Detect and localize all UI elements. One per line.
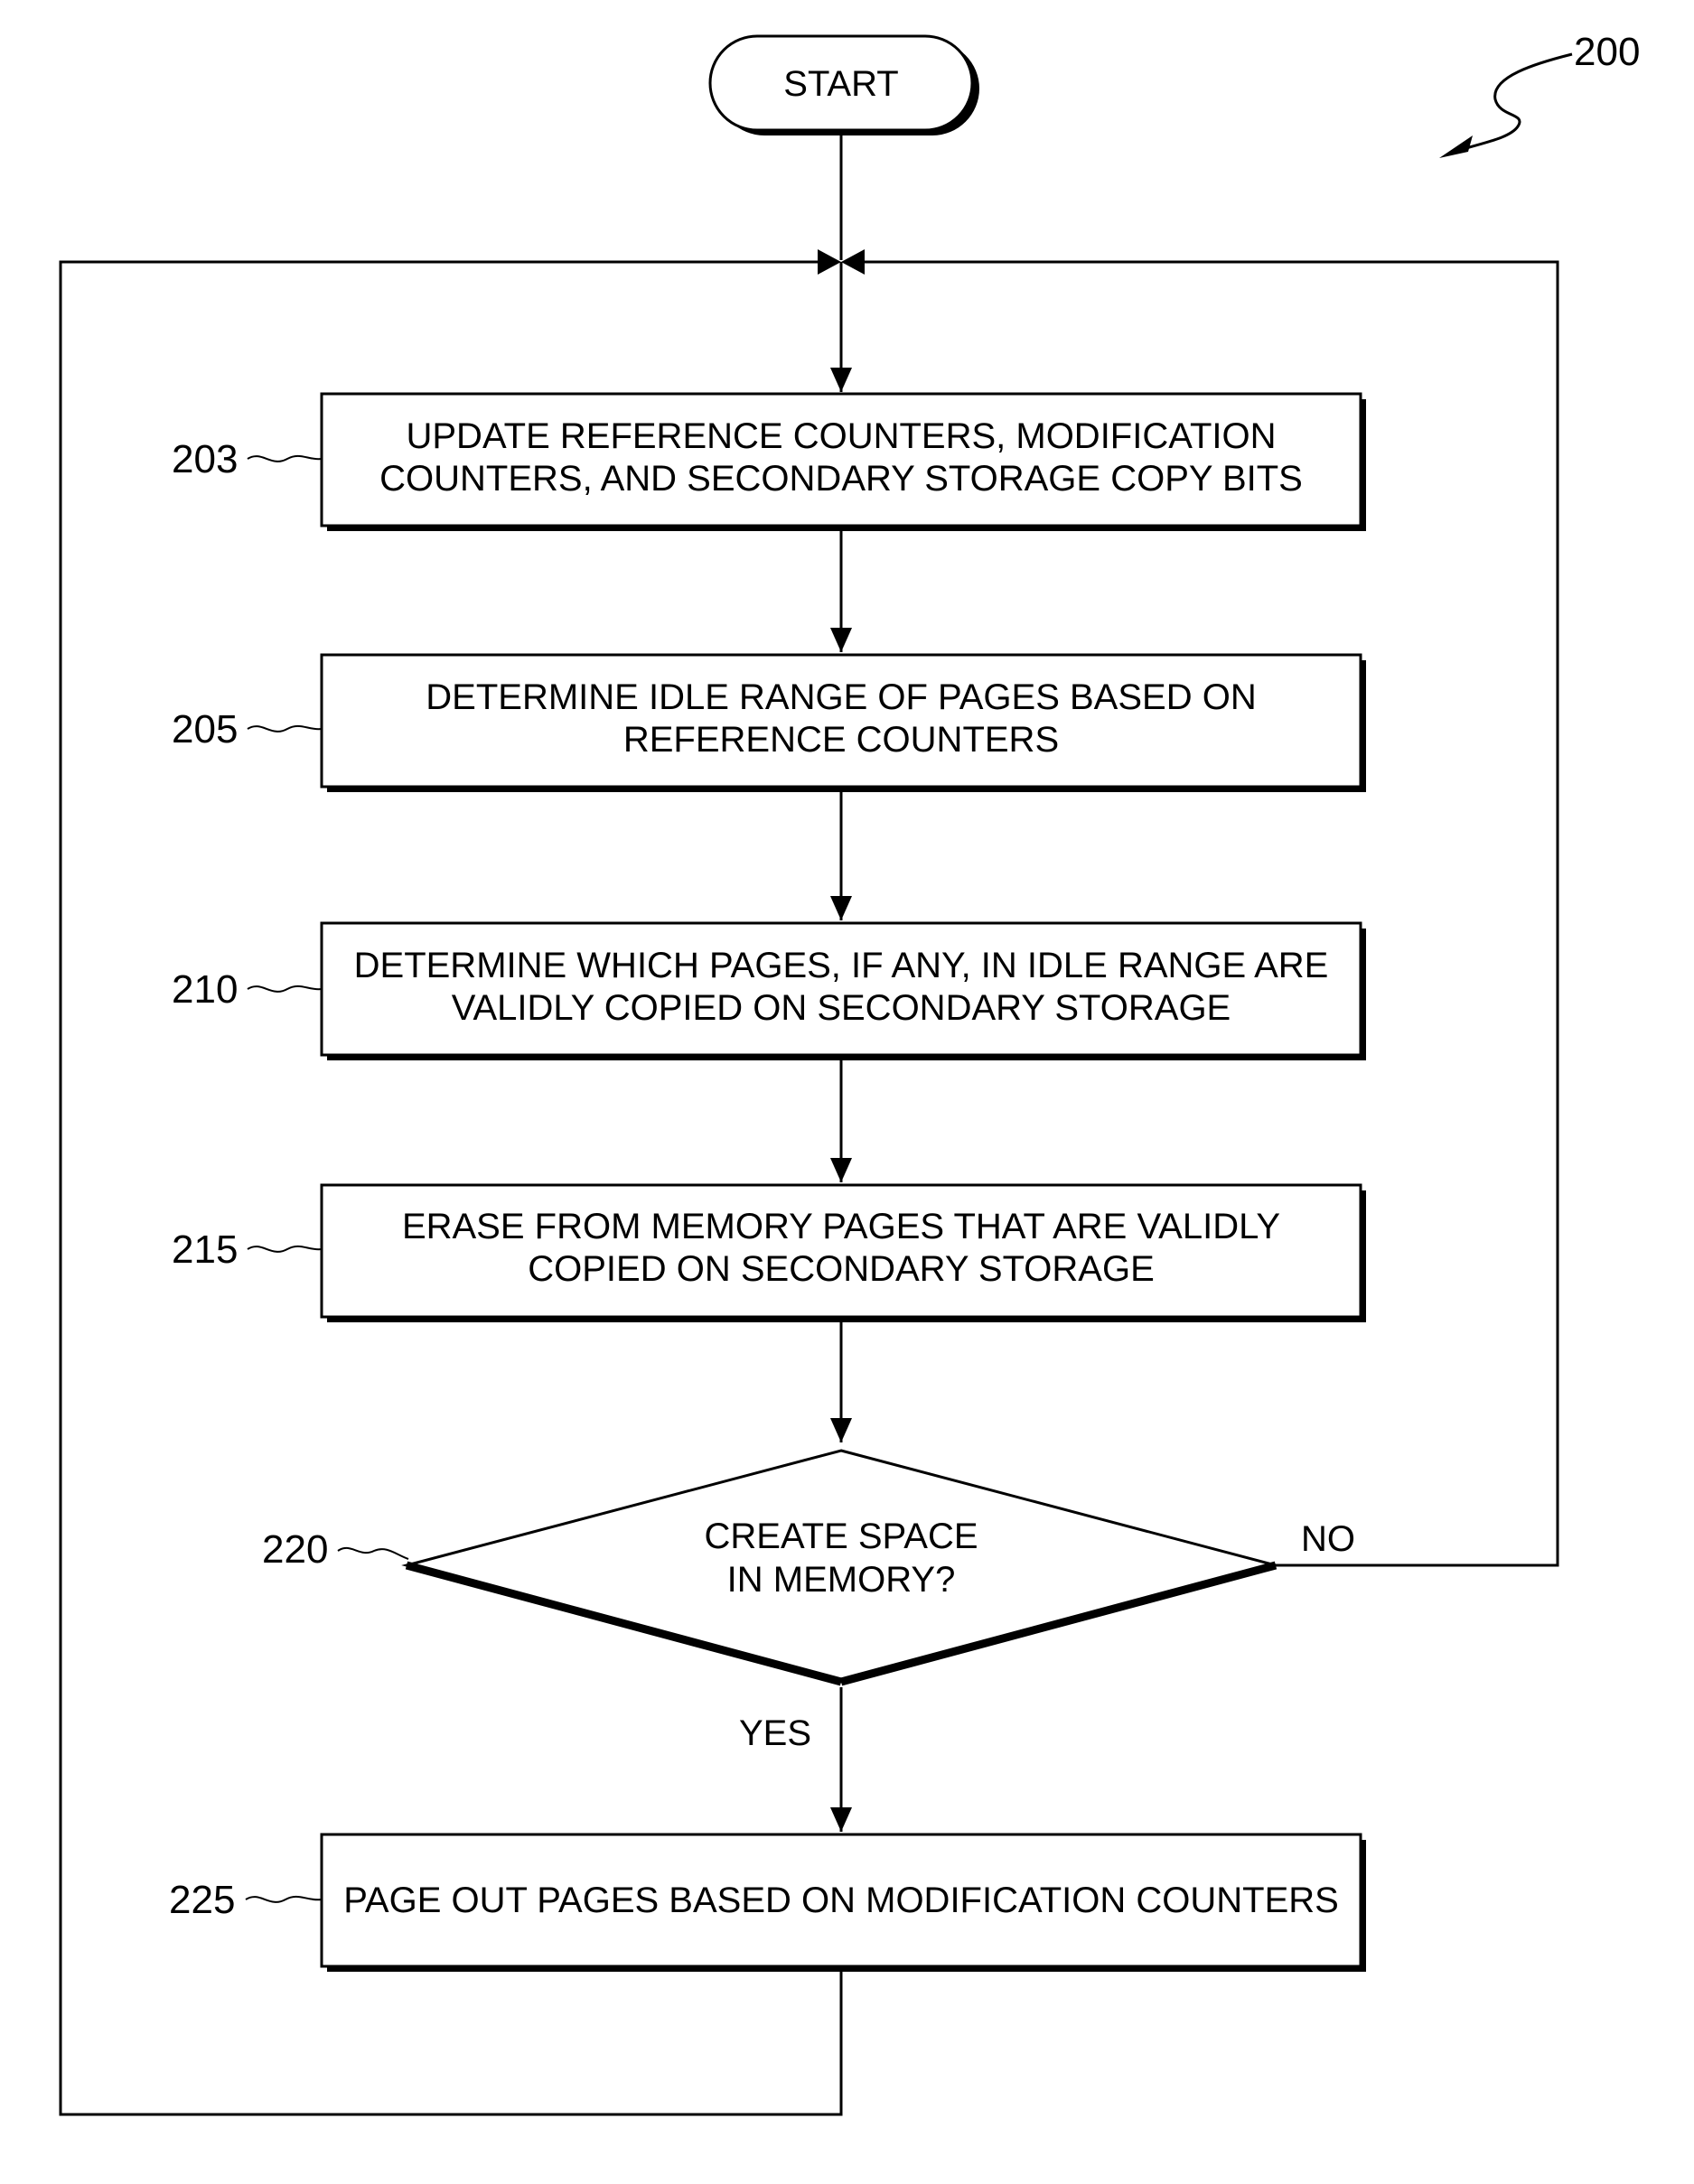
step-203-leader [248,456,322,462]
step-210-box: DETERMINE WHICH PAGES, IF ANY, IN IDLE R… [322,923,1366,1060]
start-label: START [783,64,898,104]
figure-pointer-arrowhead [1439,135,1473,158]
step-225-box: PAGE OUT PAGES BASED ON MODIFICATION COU… [322,1834,1366,1972]
decision-220-ref: 220 [262,1527,328,1572]
decision-no-label: NO [1301,1519,1355,1559]
decision-220-line-1: CREATE SPACE [704,1517,978,1556]
decision-220-diamond: CREATE SPACE IN MEMORY? [407,1451,1276,1682]
step-210-line-2: VALIDLY COPIED ON SECONDARY STORAGE [452,988,1231,1028]
merge-arrowhead-right [841,249,865,275]
decision-yes-label: YES [739,1713,811,1753]
step-203-ref: 203 [172,437,238,481]
step-215-line-2: COPIED ON SECONDARY STORAGE [528,1249,1155,1289]
step-210-line-1: DETERMINE WHICH PAGES, IF ANY, IN IDLE R… [354,946,1329,985]
step-225-leader [246,1897,322,1902]
decision-220-line-2: IN MEMORY? [727,1560,956,1600]
step-210-leader [248,986,322,992]
step-205-leader [248,726,322,732]
step-215-ref: 215 [172,1227,238,1272]
step-225-ref: 225 [169,1878,235,1922]
start-terminal: START [710,36,979,135]
decision-220-leader [338,1548,408,1559]
step-225-line-1: PAGE OUT PAGES BASED ON MODIFICATION COU… [343,1881,1339,1920]
step-210-ref: 210 [172,967,238,1012]
step-203-line-2: COUNTERS, AND SECONDARY STORAGE COPY BIT… [379,459,1303,499]
step-205-ref: 205 [172,707,238,751]
figure-number: 200 [1574,30,1640,74]
step-205-box: DETERMINE IDLE RANGE OF PAGES BASED ON R… [322,655,1366,792]
step-203-box: UPDATE REFERENCE COUNTERS, MODIFICATION … [322,394,1366,531]
step-215-box: ERASE FROM MEMORY PAGES THAT ARE VALIDLY… [322,1185,1366,1322]
step-205-line-2: REFERENCE COUNTERS [623,720,1059,760]
step-215-leader [248,1246,322,1252]
step-205-line-1: DETERMINE IDLE RANGE OF PAGES BASED ON [426,677,1256,717]
merge-arrowhead-left [818,249,841,275]
step-215-line-1: ERASE FROM MEMORY PAGES THAT ARE VALIDLY [402,1207,1280,1246]
step-203-line-1: UPDATE REFERENCE COUNTERS, MODIFICATION [406,416,1276,456]
